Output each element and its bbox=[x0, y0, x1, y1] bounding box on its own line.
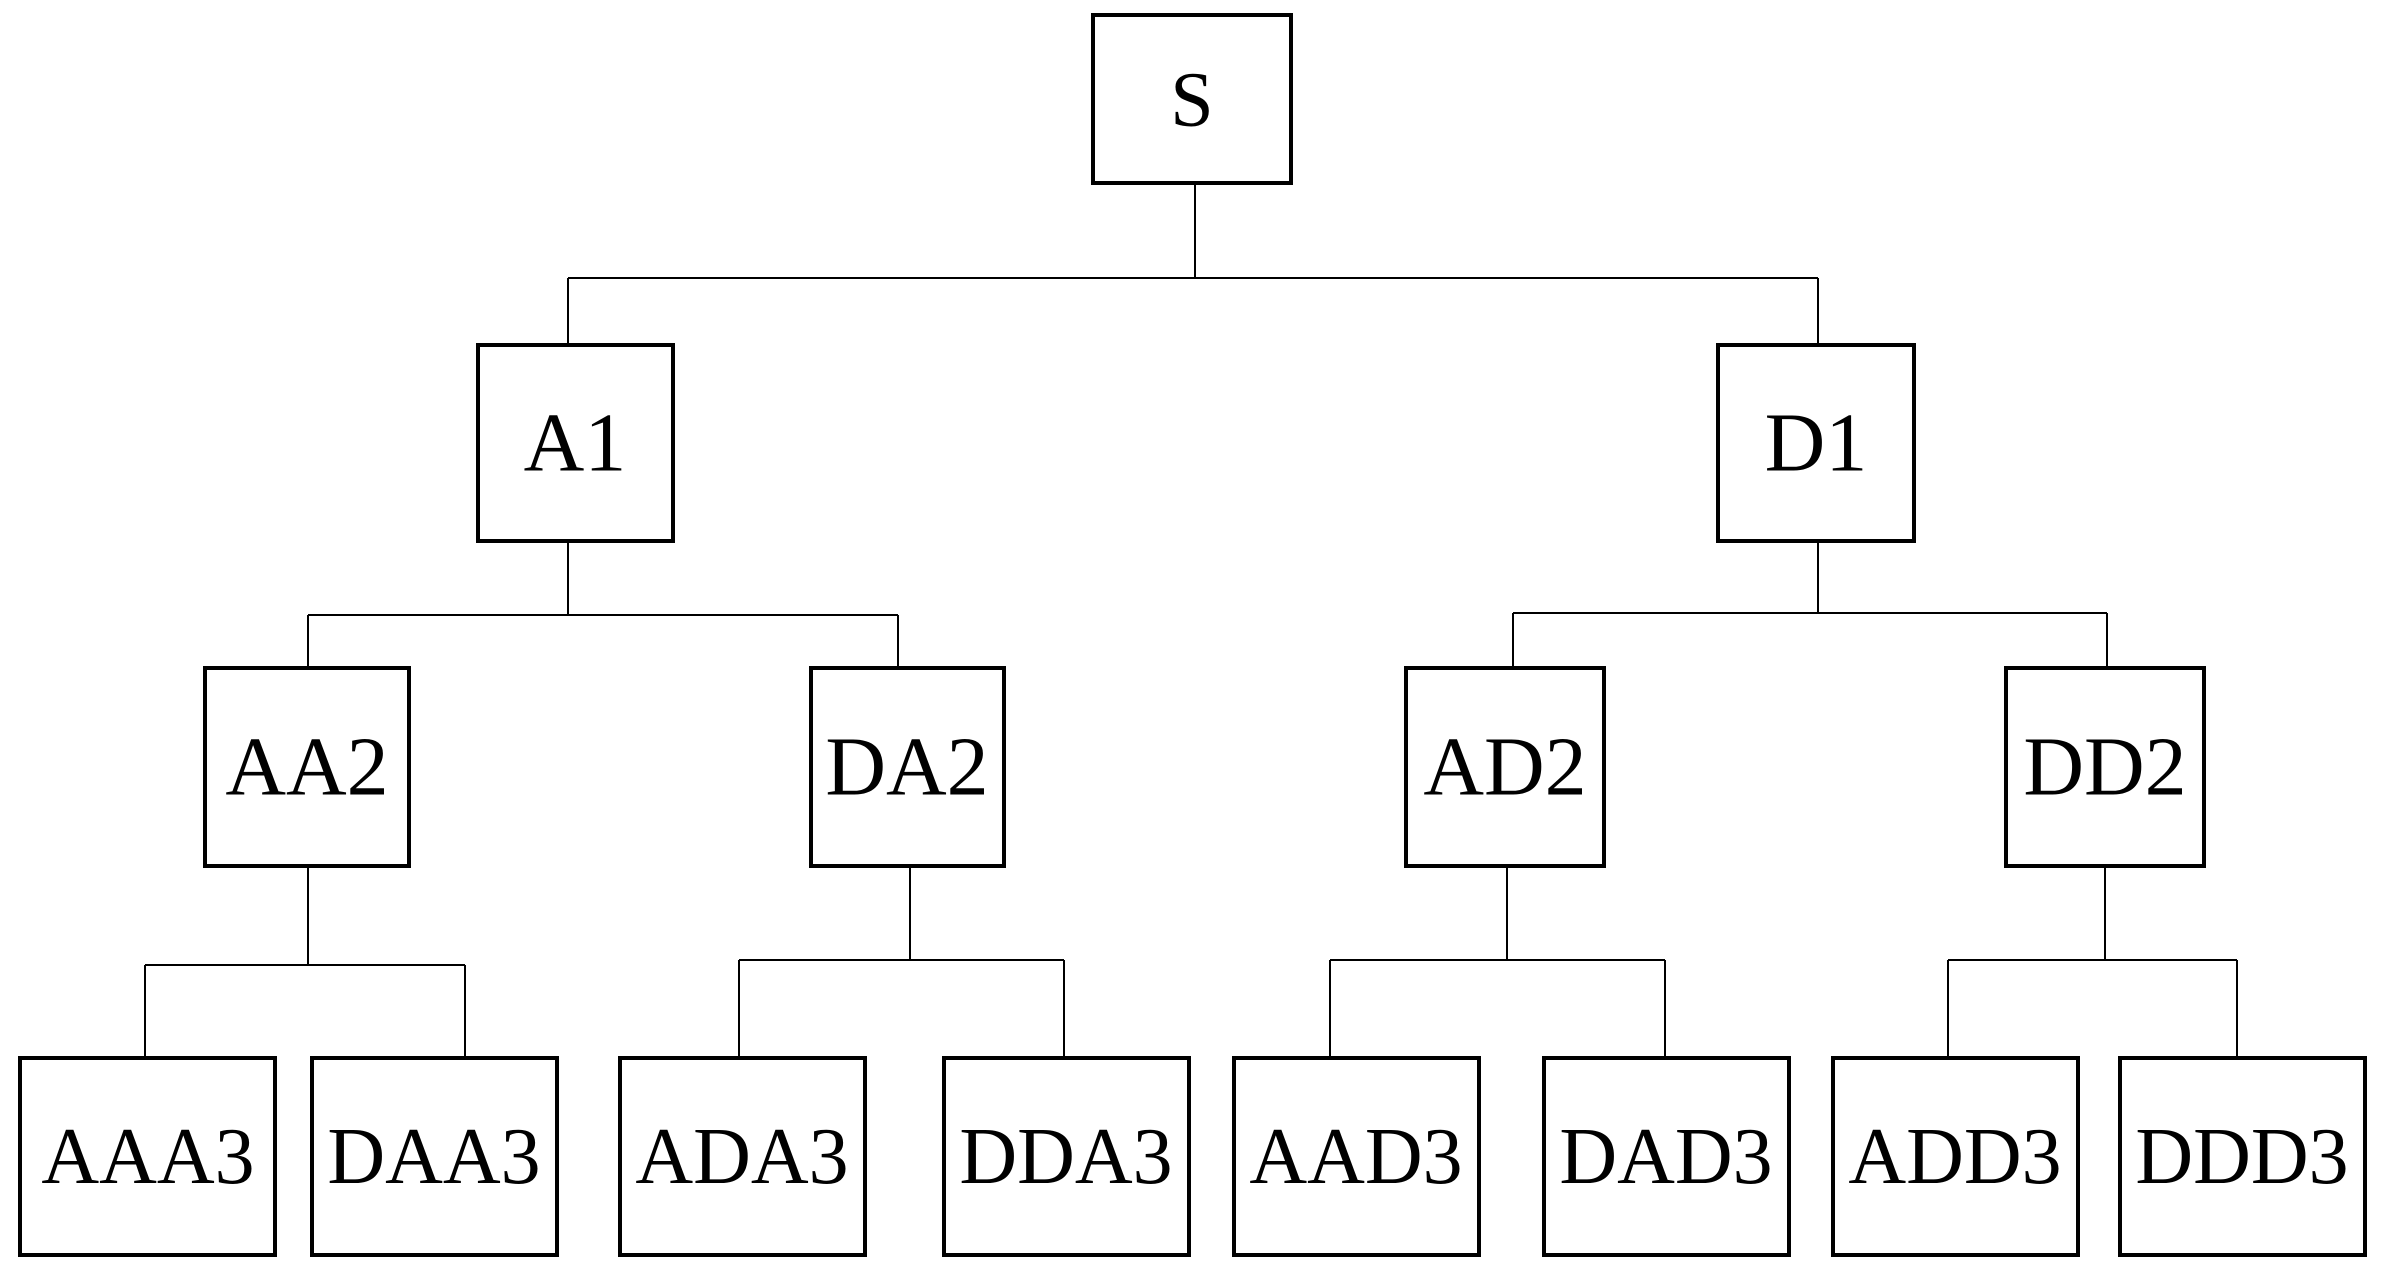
node-ada3-box bbox=[618, 1056, 867, 1257]
node-add3: ADD3 bbox=[1831, 1056, 2080, 1257]
node-ada3-label: ADA3 bbox=[635, 1113, 848, 1201]
node-ad2: AD2 bbox=[1404, 666, 1606, 868]
node-s-label: S bbox=[1170, 56, 1213, 143]
connectors-da2 bbox=[738, 866, 1065, 1058]
connectors-d1 bbox=[1512, 541, 2108, 668]
connectors-aa2 bbox=[144, 866, 466, 1058]
node-ddd3-label: DDD3 bbox=[2135, 1113, 2348, 1201]
node-aad3: AAD3 bbox=[1232, 1056, 1481, 1257]
node-dda3: DDA3 bbox=[942, 1056, 1191, 1257]
node-aad3-box bbox=[1232, 1056, 1481, 1257]
node-aa2: AA2 bbox=[203, 666, 411, 868]
connectors-dd2 bbox=[1947, 866, 2238, 1058]
node-aa2-label: AA2 bbox=[225, 721, 388, 814]
node-s: S bbox=[1091, 13, 1293, 185]
node-da2-box bbox=[809, 666, 1006, 868]
edge-dd2-to-level3 bbox=[1947, 866, 2238, 1058]
node-aaa3: AAA3 bbox=[18, 1056, 277, 1257]
edge-s-to-level1 bbox=[567, 183, 1819, 345]
node-dad3: DAD3 bbox=[1542, 1056, 1791, 1257]
node-dd2-label: DD2 bbox=[2023, 721, 2186, 814]
node-dda3-label: DDA3 bbox=[959, 1113, 1172, 1201]
node-ad2-label: AD2 bbox=[1423, 721, 1586, 814]
node-ada3: ADA3 bbox=[618, 1056, 867, 1257]
node-daa3: DAA3 bbox=[310, 1056, 559, 1257]
node-da2-label: DA2 bbox=[825, 721, 988, 814]
node-s-box bbox=[1091, 13, 1293, 185]
node-dda3-box bbox=[942, 1056, 1191, 1257]
node-ddd3: DDD3 bbox=[2118, 1056, 2367, 1257]
node-aad3-label: AAD3 bbox=[1249, 1113, 1462, 1201]
edge-da2-to-level3 bbox=[738, 866, 1065, 1058]
edge-ad2-to-level3 bbox=[1329, 866, 1666, 1058]
node-daa3-label: DAA3 bbox=[327, 1113, 540, 1201]
node-a1-label: A1 bbox=[524, 397, 627, 490]
edge-a1-to-level2 bbox=[307, 541, 899, 668]
connectors-a1 bbox=[307, 541, 899, 668]
edge-d1-to-level2 bbox=[1512, 541, 2108, 668]
node-da2: DA2 bbox=[809, 666, 1006, 868]
node-dad3-label: DAD3 bbox=[1559, 1113, 1772, 1201]
node-a1-box bbox=[476, 343, 675, 543]
node-add3-label: ADD3 bbox=[1848, 1113, 2061, 1201]
edge-aa2-to-level3 bbox=[144, 866, 466, 1058]
node-a1: A1 bbox=[476, 343, 675, 543]
node-aaa3-box bbox=[18, 1056, 277, 1257]
connectors-root bbox=[567, 183, 1819, 345]
node-ad2-box bbox=[1404, 666, 1606, 868]
node-ddd3-box bbox=[2118, 1056, 2367, 1257]
node-add3-box bbox=[1831, 1056, 2080, 1257]
node-dad3-box bbox=[1542, 1056, 1791, 1257]
node-dd2: DD2 bbox=[2004, 666, 2206, 868]
node-d1-box bbox=[1716, 343, 1916, 543]
node-dd2-box bbox=[2004, 666, 2206, 868]
node-d1-label: D1 bbox=[1765, 397, 1868, 490]
connectors-ad2 bbox=[1329, 866, 1666, 1058]
node-aaa3-label: AAA3 bbox=[41, 1113, 254, 1201]
node-aa2-box bbox=[203, 666, 411, 868]
node-daa3-box bbox=[310, 1056, 559, 1257]
node-d1: D1 bbox=[1716, 343, 1916, 543]
